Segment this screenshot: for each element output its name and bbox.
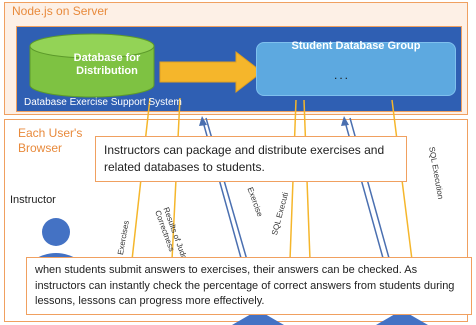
system-label: Database Exercise Support System [24,97,182,108]
student-group-ellipsis: ... [334,68,351,82]
database-distribution-label: Database for Distribution [73,52,141,77]
server-label: Node.js on Server [12,4,109,18]
instructor-label: Instructor [10,194,56,206]
student-icon-2 [376,310,428,325]
distribution-arrow-icon [159,50,263,94]
database-distribution-icon [29,33,155,98]
callout-checking: when students submit answers to exercise… [26,257,472,315]
flow-arrowheads [199,116,349,126]
callout-distribution: Instructors can package and distribute e… [95,136,407,182]
student-group-label: Student Database Group [291,40,421,52]
student-icon-1 [232,310,284,325]
student-database-group [256,42,456,96]
browser-label: Each User's Browser [18,126,83,155]
